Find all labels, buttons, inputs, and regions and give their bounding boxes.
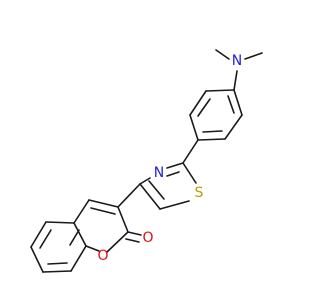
- bond-c3-c4-inner: [90, 207, 116, 215]
- bond-n-aryl: [233, 70, 238, 91]
- bond-c4a-c8a: [73, 222, 87, 247]
- bond-benzo-4-inner: [47, 262, 68, 265]
- bond-thiazole-n-c2-inner: [166, 171, 180, 177]
- bond-benzo-3: [30, 246, 44, 273]
- bond-phenyl-5: [189, 90, 207, 116]
- bond-thiazole-coumarin: [117, 183, 141, 208]
- bond-benzo-2-inner: [39, 229, 52, 249]
- bond-phenyl-4: [189, 114, 199, 141]
- bond-c4-c4a: [73, 199, 90, 224]
- ring-oxygen-label: O: [97, 248, 108, 264]
- bond-methyl-right: [244, 52, 263, 60]
- amine-nitrogen-label: N: [232, 53, 242, 69]
- bonds: [30, 49, 263, 273]
- bond-phenyl-6: [205, 89, 235, 92]
- bond-thiazole-c4-n: [139, 177, 151, 185]
- bond-o1-c2: [106, 231, 129, 253]
- bond-c3-c4: [88, 199, 119, 208]
- carbonyl-oxygen-label: O: [142, 230, 153, 246]
- bond-c2-c3: [117, 206, 129, 233]
- background: [0, 0, 300, 300]
- structure-diagram: N N S O O: [0, 0, 300, 300]
- bond-thiazole-c5-c4-inner: [148, 180, 165, 200]
- bond-benzo-5: [70, 245, 87, 272]
- thiazole-sulfur-label: S: [195, 185, 204, 201]
- bond-phenyl-3-inner: [202, 130, 223, 133]
- bond-phenyl-1-inner: [227, 95, 235, 114]
- bond-methyl-left: [215, 49, 230, 60]
- bond-benzo-1: [45, 221, 75, 224]
- atom-labels: N N S O O: [97, 53, 242, 264]
- bond-phenyl-3: [197, 138, 226, 141]
- bond-thiazole-n-c2: [166, 162, 184, 169]
- thiazole-nitrogen-label: N: [154, 165, 164, 181]
- bond-phenyl-1: [233, 89, 243, 116]
- bond-phenyl-2: [224, 114, 243, 140]
- bond-c2-carbonyl-inner: [125, 238, 140, 243]
- bond-phenyl-thiazole: [182, 139, 199, 164]
- bond-c8a-o1: [85, 245, 100, 252]
- bond-benzo-2: [30, 221, 47, 248]
- bond-phenyl-5-inner: [197, 98, 211, 117]
- bond-c2-carbonyl: [127, 231, 142, 236]
- bond-thiazole-s-c5: [159, 200, 190, 210]
- bond-benzo-6-inner: [69, 229, 80, 246]
- bond-benzo-4: [42, 270, 72, 273]
- bond-thiazole-c5-c4: [139, 183, 161, 210]
- bond-thiazole-c2-s: [182, 162, 197, 184]
